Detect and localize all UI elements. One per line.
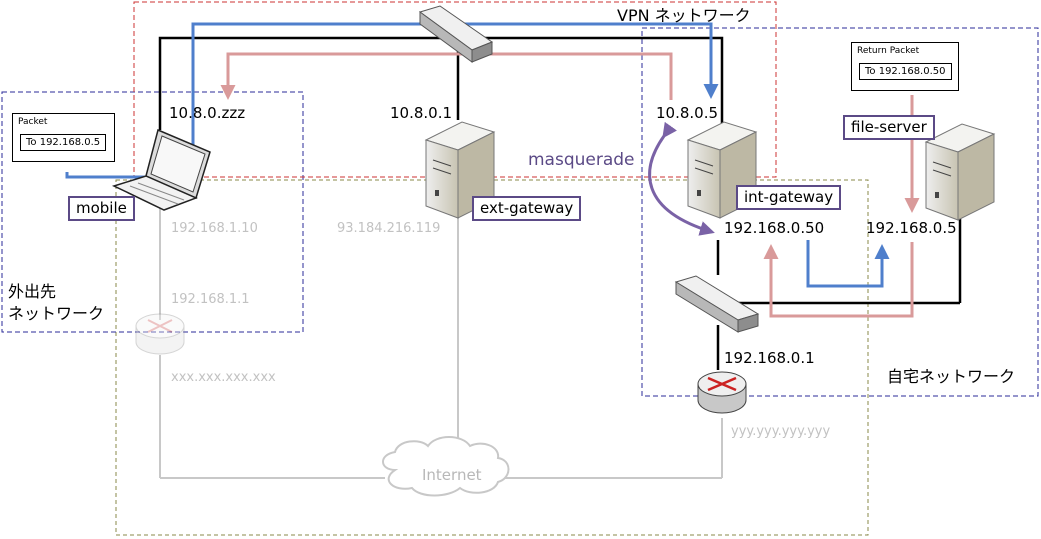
return-packet-destination: To 192.168.0.50 — [859, 63, 952, 80]
ext-gateway-vpn-ip: 10.8.0.1 — [390, 104, 453, 122]
return-path — [220, 52, 920, 318]
internet-cloud-icon — [382, 436, 510, 497]
outside-wan-ip: xxx.xxx.xxx.xxx — [171, 370, 276, 385]
int-gateway-vpn-ip: 10.8.0.5 — [656, 104, 719, 122]
int-gateway-host-label: int-gateway — [736, 185, 842, 210]
request-packet-destination: To 192.168.0.5 — [20, 134, 107, 151]
home-router-ip: 192.168.0.1 — [724, 349, 815, 367]
home-router-icon — [697, 371, 747, 414]
request-packet-box: Packet To 192.168.0.5 — [12, 113, 115, 162]
outside-network-label-line1: 外出先 — [8, 282, 57, 301]
home-switch-icon — [674, 275, 760, 333]
home-wan-ip: yyy.yyy.yyy.yyy — [731, 424, 831, 439]
file-server-lan-ip: 192.168.0.5 — [866, 219, 957, 237]
internet-label: Internet — [422, 466, 482, 484]
outside-router-icon — [135, 313, 185, 355]
int-gateway-lan-ip: 192.168.0.50 — [724, 219, 825, 237]
mobile-lan-ip: 192.168.1.10 — [171, 221, 258, 236]
return-packet-title: Return Packet — [857, 46, 920, 56]
outside-network-border — [1, 91, 304, 333]
vpn-network-label: VPN ネットワーク — [617, 6, 751, 25]
mobile-host-label: mobile — [68, 196, 135, 221]
ext-gateway-public-ip: 93.184.216.119 — [337, 221, 441, 236]
mobile-vpn-ip: 10.8.0.zzz — [169, 104, 246, 122]
laptop-icon — [111, 128, 211, 211]
ext-gateway-host-label: ext-gateway — [472, 196, 582, 221]
outside-network-label-line2: ネットワーク — [8, 304, 105, 323]
home-network-label: 自宅ネットワーク — [887, 367, 1016, 386]
inactive-links — [159, 200, 723, 479]
file-server-icon — [924, 123, 996, 221]
vpn-switch-icon — [418, 5, 494, 63]
masquerade-label: masquerade — [528, 150, 635, 170]
masquerade-arrow — [648, 121, 715, 236]
request-packet-title: Packet — [18, 117, 48, 127]
file-server-host-label: file-server — [843, 115, 935, 140]
return-packet-box: Return Packet To 192.168.0.50 — [851, 42, 959, 91]
home-network-border — [641, 27, 1039, 397]
outside-router-ip: 192.168.1.1 — [171, 292, 250, 307]
